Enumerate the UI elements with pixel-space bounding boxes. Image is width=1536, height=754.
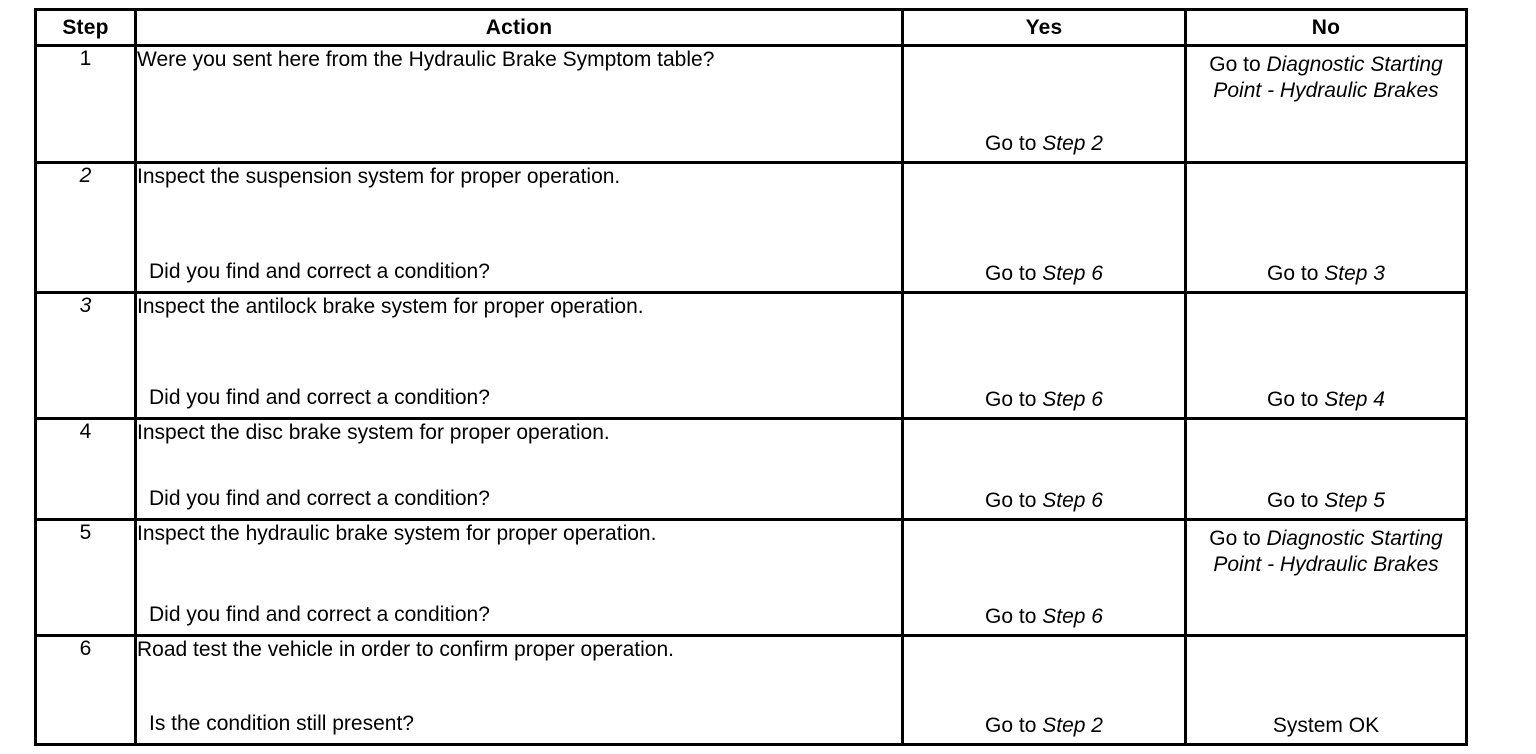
action-cell: Were you sent here from the Hydraulic Br… (134, 44, 904, 164)
yes-branch-reference: Step 6 (1042, 489, 1103, 512)
no-branch-prefix: Go to (1267, 262, 1325, 285)
no-branch-prefix: Go to (1267, 388, 1325, 411)
no-branch-text: Go to Step 4 (1187, 387, 1465, 413)
yes-branch-cell: Go to Step 6 (901, 417, 1187, 521)
yes-branch-text: Go to Step 2 (904, 713, 1184, 739)
action-text-primary: Inspect the hydraulic brake system for p… (137, 522, 657, 545)
no-branch-cell: Go to Step 5 (1184, 417, 1468, 521)
no-branch-text: Go to Diagnostic Starting Point - Hydrau… (1187, 526, 1465, 578)
action-cell: Inspect the disc brake system for proper… (134, 417, 904, 521)
no-branch-reference: Diagnostic Starting Point - Hydraulic Br… (1213, 53, 1443, 102)
action-text-primary: Were you sent here from the Hydraulic Br… (137, 48, 715, 71)
step-number-cell: 1 (34, 44, 137, 164)
no-branch-text: Go to Diagnostic Starting Point - Hydrau… (1187, 52, 1465, 104)
no-branch-reference: Step 4 (1324, 388, 1385, 411)
no-branch-cell: Go to Diagnostic Starting Point - Hydrau… (1184, 518, 1468, 637)
column-header-step: Step (34, 8, 137, 47)
action-cell: Inspect the hydraulic brake system for p… (134, 518, 904, 637)
no-branch-cell: Go to Step 4 (1184, 291, 1468, 420)
action-text-primary: Inspect the antilock brake system for pr… (137, 295, 644, 318)
column-header-action: Action (134, 8, 904, 47)
yes-branch-text: Go to Step 6 (904, 261, 1184, 287)
action-text-primary: Road test the vehicle in order to confir… (137, 638, 674, 661)
yes-branch-cell: Go to Step 2 (901, 44, 1187, 164)
yes-branch-reference: Step 6 (1042, 605, 1103, 628)
yes-branch-reference: Step 2 (1042, 132, 1103, 155)
action-text-question: Is the condition still present? (149, 712, 414, 735)
yes-branch-prefix: Go to (985, 388, 1043, 411)
yes-branch-cell: Go to Step 2 (901, 634, 1187, 746)
no-branch-cell: System OK (1184, 634, 1468, 746)
yes-branch-cell: Go to Step 6 (901, 161, 1187, 294)
yes-branch-reference: Step 2 (1042, 714, 1103, 737)
action-cell: Road test the vehicle in order to confir… (134, 634, 904, 746)
no-branch-reference: Diagnostic Starting Point - Hydraulic Br… (1213, 527, 1443, 576)
table-header-row: Step Action Yes No (34, 8, 1468, 47)
action-text-primary: Inspect the suspension system for proper… (137, 165, 621, 188)
yes-branch-prefix: Go to (985, 605, 1043, 628)
yes-branch-prefix: Go to (985, 714, 1043, 737)
action-text-primary: Inspect the disc brake system for proper… (137, 421, 610, 444)
table-row: 5 Inspect the hydraulic brake system for… (34, 518, 1468, 637)
yes-branch-text: Go to Step 6 (904, 488, 1184, 514)
yes-branch-prefix: Go to (985, 489, 1043, 512)
no-branch-text: System OK (1187, 713, 1465, 739)
yes-branch-text: Go to Step 2 (904, 131, 1184, 157)
yes-branch-reference: Step 6 (1042, 388, 1103, 411)
table-row: 2 Inspect the suspension system for prop… (34, 161, 1468, 294)
no-branch-prefix: System OK (1272, 714, 1380, 737)
no-branch-reference: Step 3 (1324, 262, 1385, 285)
action-text-question: Did you find and correct a condition? (149, 260, 490, 283)
table-row: 4 Inspect the disc brake system for prop… (34, 417, 1468, 521)
yes-branch-cell: Go to Step 6 (901, 518, 1187, 637)
step-number-cell: 2 (34, 161, 137, 294)
step-number-cell: 3 (34, 291, 137, 420)
table-body: 1 Were you sent here from the Hydraulic … (34, 44, 1468, 746)
no-branch-prefix: Go to (1209, 53, 1267, 76)
column-header-no: No (1184, 8, 1468, 47)
yes-branch-text: Go to Step 6 (904, 604, 1184, 630)
no-branch-text: Go to Step 5 (1187, 488, 1465, 514)
step-number-cell: 6 (34, 634, 137, 746)
no-branch-prefix: Go to (1267, 489, 1325, 512)
table-row: 1 Were you sent here from the Hydraulic … (34, 44, 1468, 164)
table-row: 3 Inspect the antilock brake system for … (34, 291, 1468, 420)
no-branch-cell: Go to Step 3 (1184, 161, 1468, 294)
yes-branch-prefix: Go to (985, 132, 1043, 155)
step-number-cell: 4 (34, 417, 137, 521)
action-text-question: Did you find and correct a condition? (149, 603, 490, 626)
no-branch-text: Go to Step 3 (1187, 261, 1465, 287)
action-text-question: Did you find and correct a condition? (149, 487, 490, 510)
step-number-cell: 5 (34, 518, 137, 637)
diagnostic-steps-table: Step Action Yes No 1 Were you sent here … (34, 8, 1468, 746)
yes-branch-reference: Step 6 (1042, 262, 1103, 285)
yes-branch-text: Go to Step 6 (904, 387, 1184, 413)
action-text-question: Did you find and correct a condition? (149, 386, 490, 409)
no-branch-cell: Go to Diagnostic Starting Point - Hydrau… (1184, 44, 1468, 164)
yes-branch-cell: Go to Step 6 (901, 291, 1187, 420)
no-branch-reference: Step 5 (1324, 489, 1385, 512)
yes-branch-prefix: Go to (985, 262, 1043, 285)
table-row: 6 Road test the vehicle in order to conf… (34, 634, 1468, 746)
action-cell: Inspect the suspension system for proper… (134, 161, 904, 294)
column-header-yes: Yes (901, 8, 1187, 47)
action-cell: Inspect the antilock brake system for pr… (134, 291, 904, 420)
no-branch-prefix: Go to (1209, 527, 1267, 550)
